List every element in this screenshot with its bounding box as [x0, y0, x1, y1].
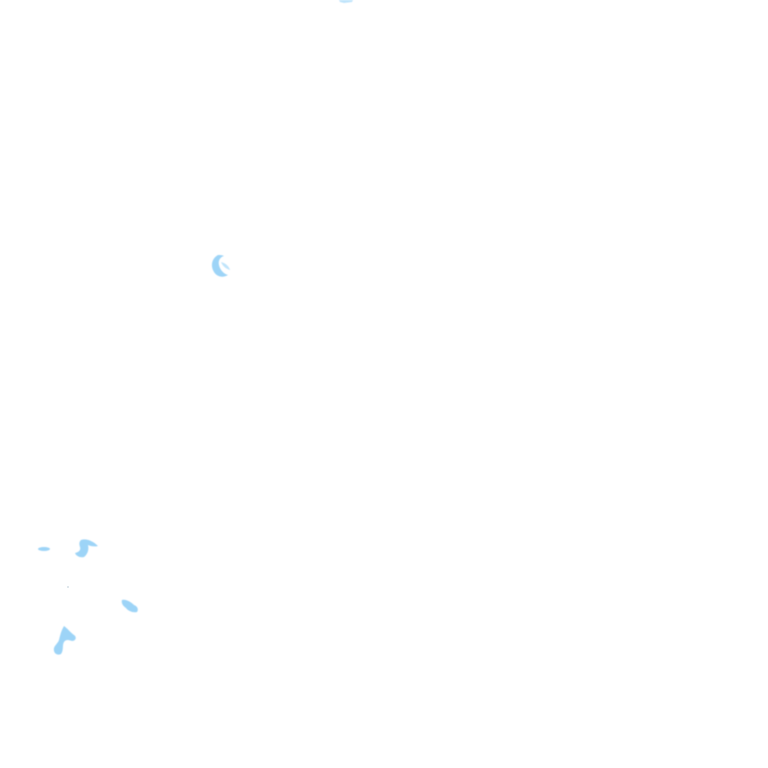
echo-shape	[211, 255, 228, 277]
radar-echo-cluster-c	[53, 626, 76, 655]
radar-echo-speck	[67, 586, 69, 588]
echo-shape	[221, 262, 230, 270]
echo-shape	[67, 586, 69, 588]
radar-echo-dash-left	[38, 547, 50, 551]
echo-shape	[53, 626, 76, 655]
radar-echo-cluster-b	[121, 599, 138, 613]
echo-shape	[38, 547, 50, 551]
radar-echo-cluster-a	[75, 539, 98, 558]
radar-echo-crescent	[211, 255, 230, 277]
echo-shape	[339, 0, 353, 3]
echo-shape	[75, 539, 98, 558]
echo-shape	[121, 599, 138, 613]
radar-echo-top-edge	[339, 0, 353, 3]
